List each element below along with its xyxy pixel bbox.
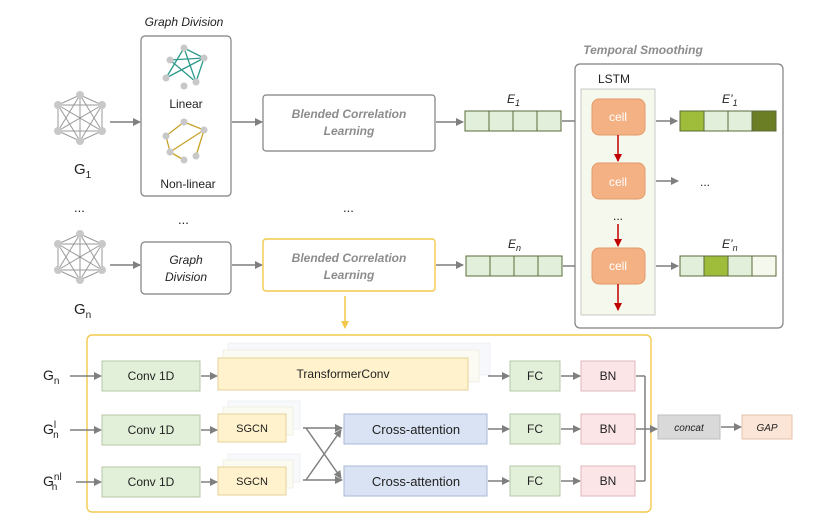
bn-box-2 (580, 413, 636, 445)
graph-gn-label: Gn (74, 301, 91, 321)
graph-division-title: Graph Division (145, 15, 224, 29)
graph-division-box-n (140, 241, 232, 295)
embedding-e1-prime (679, 110, 777, 132)
embedding-en (465, 255, 563, 277)
bn-box-1 (580, 360, 636, 392)
arrow-cross-diag-up (305, 429, 342, 481)
cross-attention-label-1: Cross-attention (372, 422, 460, 437)
ellipsis-division: ... (178, 212, 189, 227)
embedding-en-prime (679, 255, 777, 277)
lstm-cell-2-label: cell (609, 175, 627, 189)
fc-box-1 (509, 360, 561, 392)
output-ellipsis: ... (700, 175, 710, 189)
sgcn-label-2: SGCN (236, 476, 268, 488)
cross-attention-box-1 (343, 413, 488, 445)
input-gn: Gn (43, 367, 59, 387)
embedding-e1 (464, 110, 562, 132)
graph-division-n-line1: Graph (169, 253, 203, 267)
concat-box (657, 414, 721, 440)
lstm-label: LSTM (598, 72, 630, 86)
transformerconv-box (217, 357, 469, 391)
graph-division-n-line2: Division (165, 270, 207, 284)
enp-label: E’n (722, 237, 738, 253)
arrow-cross-diag-down (305, 427, 342, 479)
lstm-cell-1-label: cell (609, 110, 627, 124)
cross-attention-label-2: Cross-attention (372, 474, 460, 489)
bn-box-3 (580, 465, 636, 497)
fc-box-2 (509, 413, 561, 445)
lstm-cell-2 (591, 162, 646, 200)
bn-label-3: BN (600, 474, 617, 488)
cross-attention-box-2 (343, 465, 488, 497)
conv1d-box-3 (101, 466, 201, 498)
graph-gn-icon (54, 230, 106, 284)
bcl-n-line2: Learning (324, 268, 375, 282)
conv1d-label-1: Conv 1D (128, 369, 175, 383)
lstm-cell-n-label: cell (609, 259, 627, 273)
conv1d-box-2 (101, 414, 201, 446)
gap-box (741, 414, 793, 440)
e1-label: E1 (507, 92, 520, 108)
concat-label: concat (674, 423, 705, 434)
conv1d-label-2: Conv 1D (128, 423, 175, 437)
bcl-box (262, 94, 436, 152)
nonlinear-label: Non-linear (160, 177, 215, 191)
bcl-line2: Learning (324, 124, 375, 138)
sgcn-box-1 (217, 413, 287, 443)
bcl-box-n (262, 238, 436, 292)
gap-label: GAP (756, 423, 777, 434)
temporal-smoothing-title: Temporal Smoothing (583, 43, 703, 57)
conv1d-box-1 (101, 360, 201, 392)
sgcn-label-1: SGCN (236, 423, 268, 435)
en-label: En (508, 237, 521, 253)
linear-label: Linear (169, 97, 202, 111)
ellipsis-graphs: ... (74, 200, 85, 215)
fc-label-1: FC (527, 369, 543, 383)
bn-label-1: BN (600, 369, 617, 383)
fc-box-3 (509, 465, 561, 497)
bcl-n-line1: Blended Correlation (292, 251, 407, 265)
ellipsis-bcl: ... (343, 200, 354, 215)
graph-division-box (140, 35, 232, 197)
sgcn-box-2 (217, 466, 287, 496)
fc-label-3: FC (527, 474, 543, 488)
conv1d-label-3: Conv 1D (128, 475, 175, 489)
graph-g1-icon (54, 91, 106, 145)
fc-label-2: FC (527, 422, 543, 436)
graph-g1-label: G1 (74, 161, 92, 181)
lstm-ellipsis: ... (613, 209, 623, 223)
linear-graph-icon (162, 44, 208, 90)
e1p-label: E’1 (722, 92, 738, 108)
bn-label-2: BN (600, 422, 617, 436)
transformerconv-label: TransformerConv (297, 367, 390, 381)
bcl-line1: Blended Correlation (292, 107, 407, 121)
nonlinear-graph-icon (162, 118, 208, 164)
